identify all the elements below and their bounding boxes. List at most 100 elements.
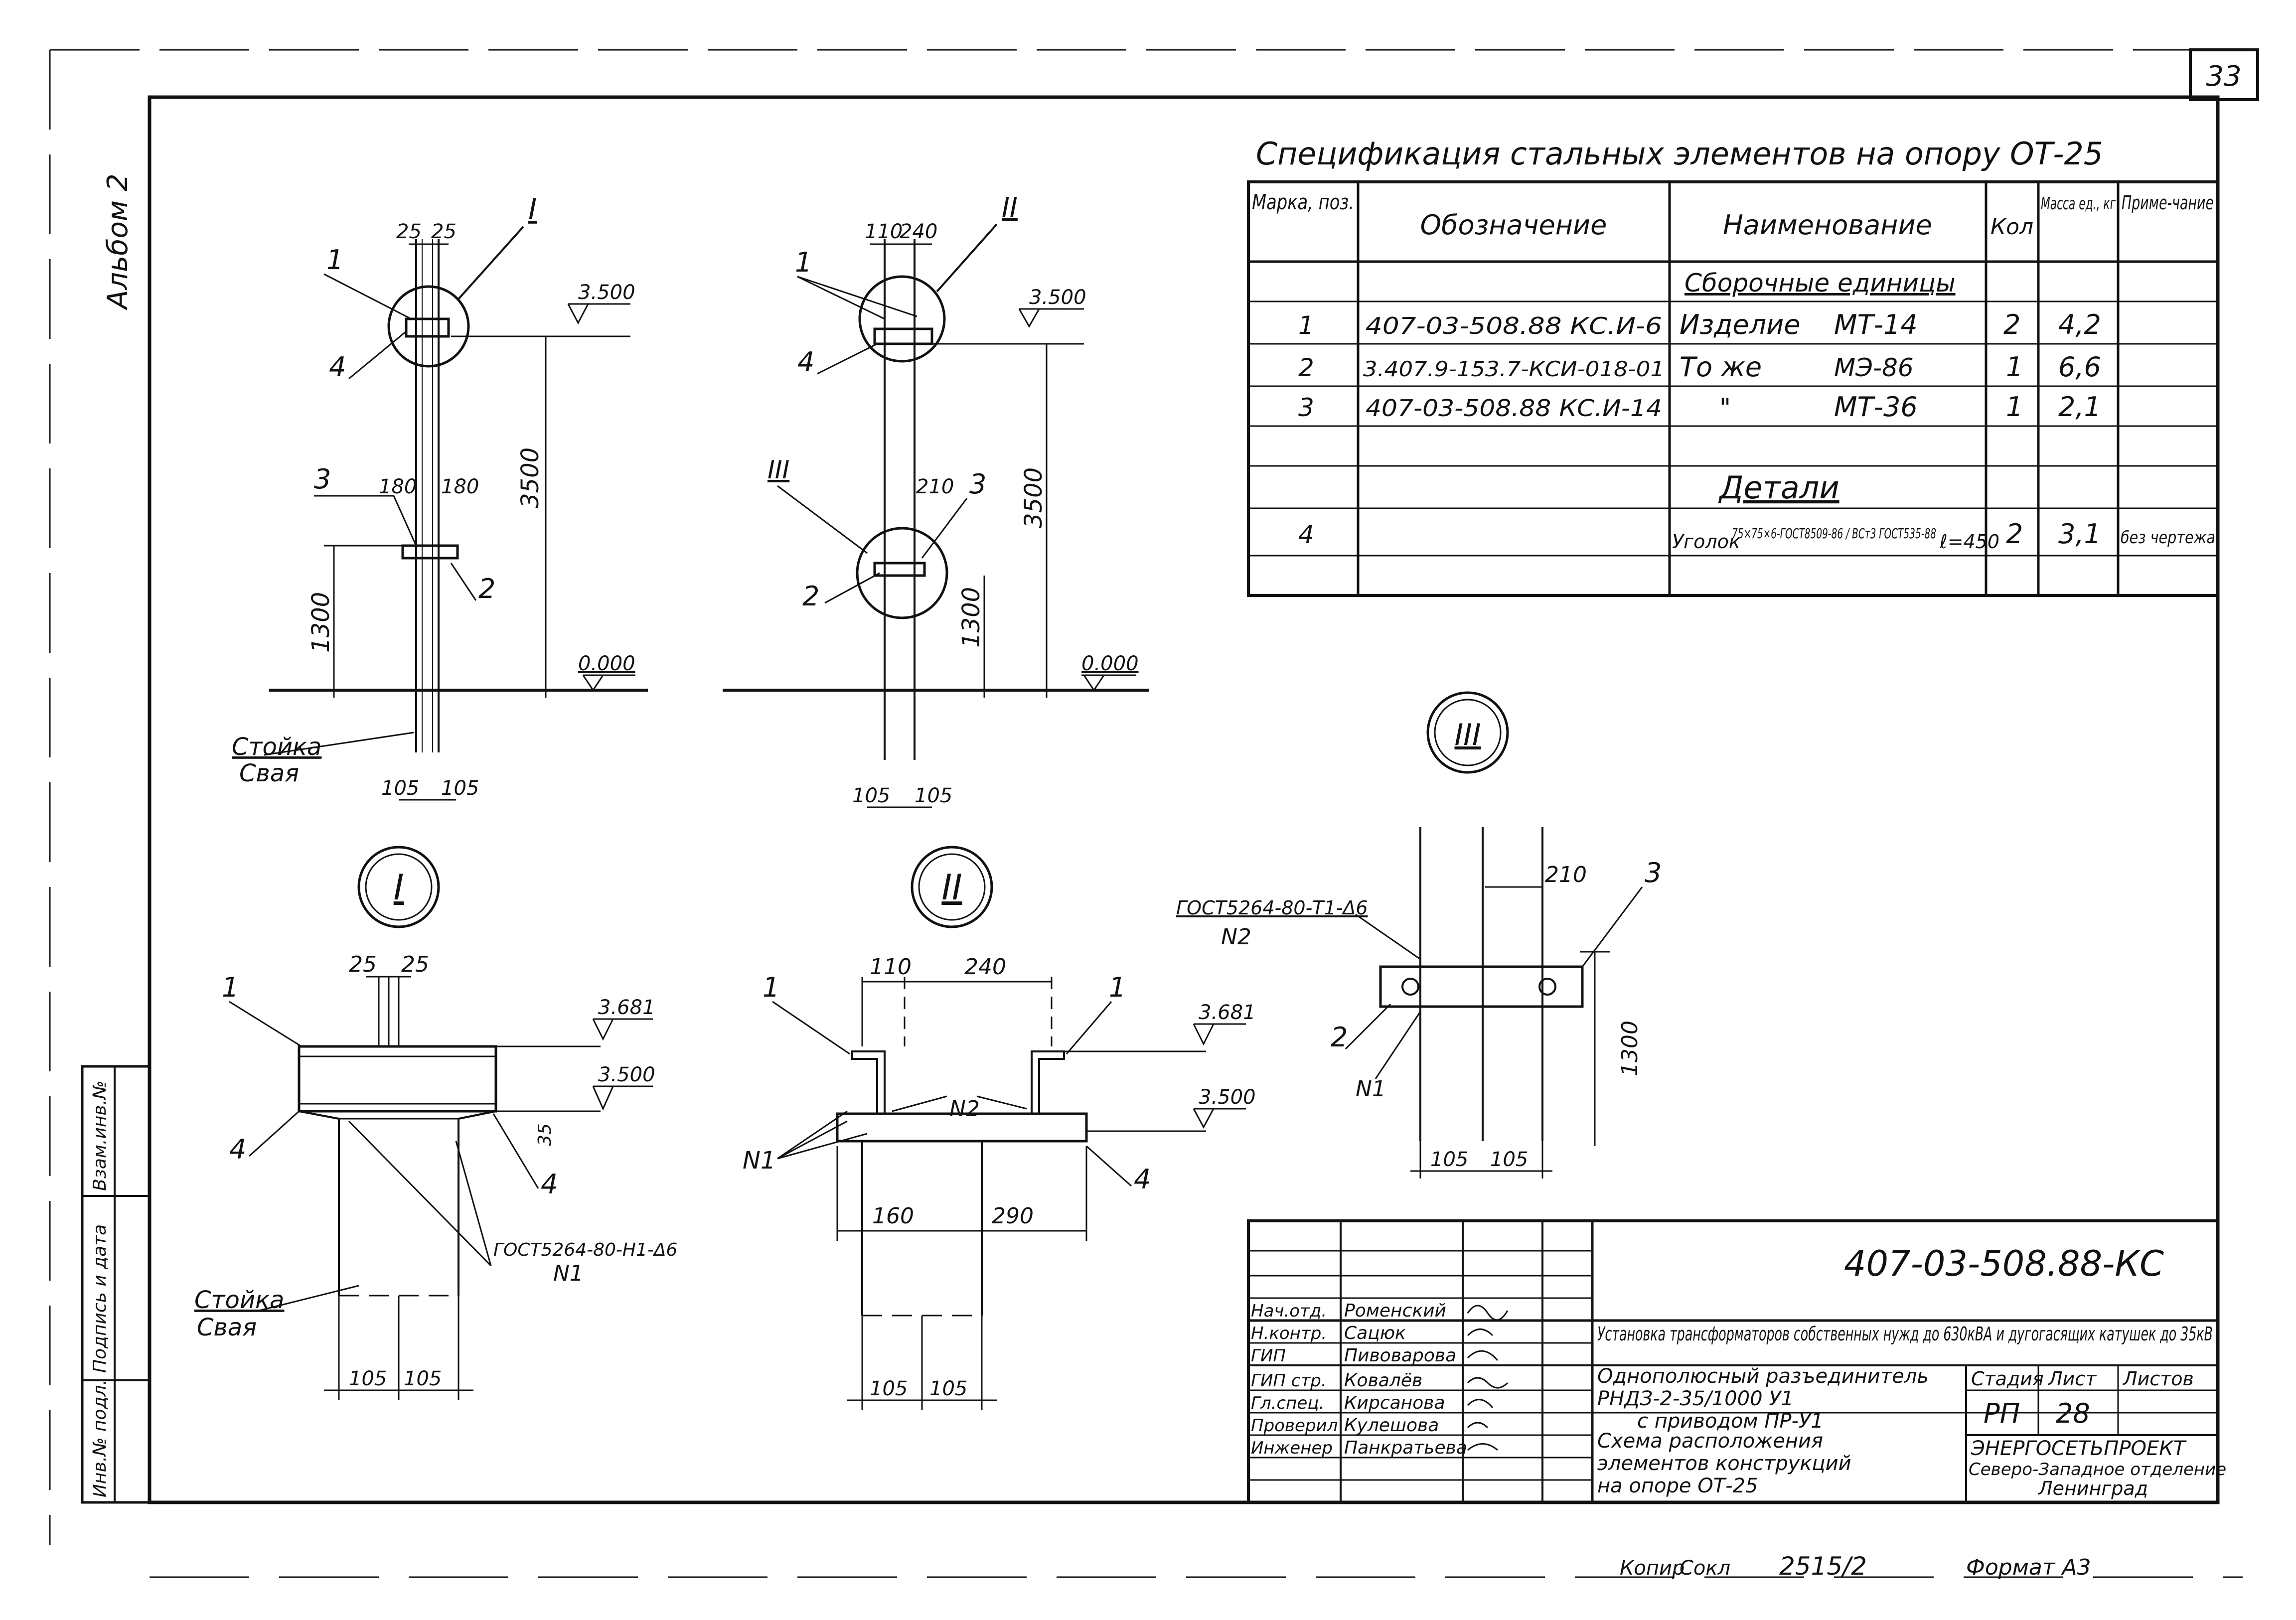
person-name-5: Кулешова [1344,1415,1439,1436]
detail-ii-label-1b: 1 [1109,972,1126,1003]
spec-row-2-mark: МЭ-86 [1834,353,1914,382]
title-sheet-2: элементов конструкций [1597,1452,1851,1475]
detail-ii-dim-mid-2: 290 [992,1203,1034,1229]
person-name-1: Сацюк [1344,1323,1406,1343]
detail-iii-dim-bottom-1: 105 [1430,1148,1468,1171]
view-b-elev-ground: 0.000 [1081,652,1139,675]
view-a-elev-ground: 0.000 [578,652,635,675]
view-b-callout-ii: II [1002,192,1018,223]
view-b-dim-mid: 210 [916,475,954,498]
detail-ii-dim-bottom-2: 105 [929,1377,967,1400]
spec-row-4-note: без чертежа [2121,528,2215,548]
view-a: 25 25 I 1 4 3 2 180 180 3.500 0.000 3500… [232,192,648,801]
title-sheet-header: Лист [2047,1368,2097,1390]
spec-row-2-name: То же [1680,351,1762,383]
spec-row-4-mark: 75×75×6-ГОСТ8509-86 / ВСт3 ГОСТ535-88 [1732,525,1936,542]
title-org-2: Северо-Западное отделение [1969,1460,2226,1479]
title-drawing-1: Однополюсный разъединитель [1597,1365,1929,1388]
detail-ii-marker: II [941,867,962,908]
person-name-6: Панкратьева [1344,1438,1467,1458]
detail-i-dim-top-2: 25 [401,952,429,977]
callout-circle-ii [858,275,946,363]
copy-label: Копир [1620,1557,1684,1580]
person-name-0: Роменский [1344,1301,1446,1321]
detail-i-dim-bottom-1: 105 [349,1367,387,1390]
title-org-3: Ленинград [2037,1477,2148,1499]
title-sheet-1: Схема расположения [1597,1430,1823,1453]
spec-header-designation: Обозначение [1420,209,1607,241]
spec-row-1-mark: МТ-14 [1834,309,1918,340]
view-a-pile-label-2: Свая [239,759,299,787]
title-sheets-header: Листов [2122,1368,2194,1390]
person-role-0: Нач.отд. [1251,1301,1327,1321]
view-b-label-2: 2 [802,581,819,612]
spec-row-3-mass: 2,1 [2058,391,2101,423]
detail-i-pile-label-1: Стойка [194,1286,284,1314]
detail-i-weld-label: ГОСТ5264-80-Н1-Δ6 [493,1240,677,1260]
view-b-label-3: 3 [969,468,986,500]
person-name-4: Кирсанова [1344,1393,1445,1413]
person-role-4: Гл.спец. [1251,1393,1324,1413]
spec-header-name: Наименование [1723,209,1932,241]
spec-row-3-designation: 407-03-508.88 КС.И-14 [1366,395,1662,422]
spec-row-3-name: " [1719,393,1731,422]
view-a-pile-label-1: Стойка [232,733,321,761]
stamp-inv-label: Инв.№ подл. [90,1379,110,1497]
spec-row-3-qty: 1 [2006,391,2023,423]
detail-i-dim-top-1: 25 [349,952,377,977]
view-a-dim-mid-2: 180 [441,475,479,498]
title-drawing-3: с приводом ПР-У1 [1637,1410,1824,1433]
detail-i-marker: I [394,867,404,908]
spec-row-3-mark: МТ-36 [1834,391,1918,423]
person-role-2: ГИП [1251,1346,1286,1366]
detail-ii-dim-top-1: 110 [870,954,912,980]
view-b-height-low: 1300 [957,587,985,648]
person-name-2: Пивоварова [1344,1345,1456,1366]
left-stamp: Инв.№ подл. Подпись и дата Взам.инв.№ [81,1065,151,1504]
spec-row-1-name: Изделие [1680,309,1801,340]
title-stage-header: Стадия [1971,1368,2044,1390]
spec-row-4-length: ℓ=450 [1939,531,1999,553]
spec-row-4-pos: 4 [1298,520,1314,549]
spec-row-2-qty: 1 [2006,351,2023,383]
title-drawing-2: РНДЗ-2-35/1000 У1 [1597,1387,1794,1410]
detail-iii-dim-top: 210 [1545,862,1587,887]
spec-header-pos: Марка, поз. [1252,190,1354,214]
person-role-1: Н.контр. [1251,1324,1327,1343]
view-b-dim-top-2: 240 [900,220,937,243]
spec-header-qty: Кол [1990,214,2033,240]
spec-row-1-qty: 2 [2003,309,2020,340]
detail-iii-height: 1300 [1617,1021,1643,1076]
detail-i-pile-label-2: Свая [197,1314,257,1341]
spec-row-1-designation: 407-03-508.88 КС.И-6 [1366,312,1662,339]
spec-header-mass: Масса ед., кг [2041,194,2116,214]
detail-ii-dim-bottom-1: 105 [870,1377,908,1400]
signature-scribbles [1467,1305,1509,1451]
view-a-label-4: 4 [329,351,346,383]
view-b: 110 240 II 1 4 III 210 3 2 3.500 0.000 3… [723,192,1149,808]
order-number: 2515/2 [1779,1552,1867,1581]
page-number: 33 [2206,60,2241,93]
spec-row-1-mass: 4,2 [2058,309,2101,340]
person-role-5: Проверил [1251,1416,1338,1436]
detail-i-elev-1: 3.681 [598,996,655,1019]
spec-row-1-pos: 1 [1298,311,1314,340]
detail-i-label-4b: 4 [541,1169,558,1200]
title-stage: РП [1984,1398,2020,1429]
stamp-replace-label: Взам.инв.№ [90,1080,110,1191]
detail-ii-elev-2: 3.500 [1199,1086,1256,1109]
person-role-6: Инженер [1251,1438,1333,1458]
title-org-1: ЭНЕРГОСЕТЬПРОЕКТ [1971,1437,2187,1460]
detail-i-label-4a: 4 [229,1134,246,1165]
spec-table: Спецификация стальных элементов на опору… [1247,136,2219,597]
spec-row-4-mass: 3,1 [2058,518,2101,550]
detail-i-dim-bottom-2: 105 [404,1367,442,1390]
view-a-dim-bottom-2: 105 [441,777,479,800]
detail-ii: II 110 240 1 1 N2 N1 4 3.681 3.500 [743,846,1256,1410]
detail-iii-dim-bottom-2: 105 [1490,1148,1528,1171]
view-a-height-low: 1300 [307,592,335,653]
title-code: 407-03-508.88-КС [1844,1243,2164,1284]
format-label: Формат А3 [1966,1555,2091,1580]
detail-ii-label-4: 4 [1134,1164,1151,1195]
